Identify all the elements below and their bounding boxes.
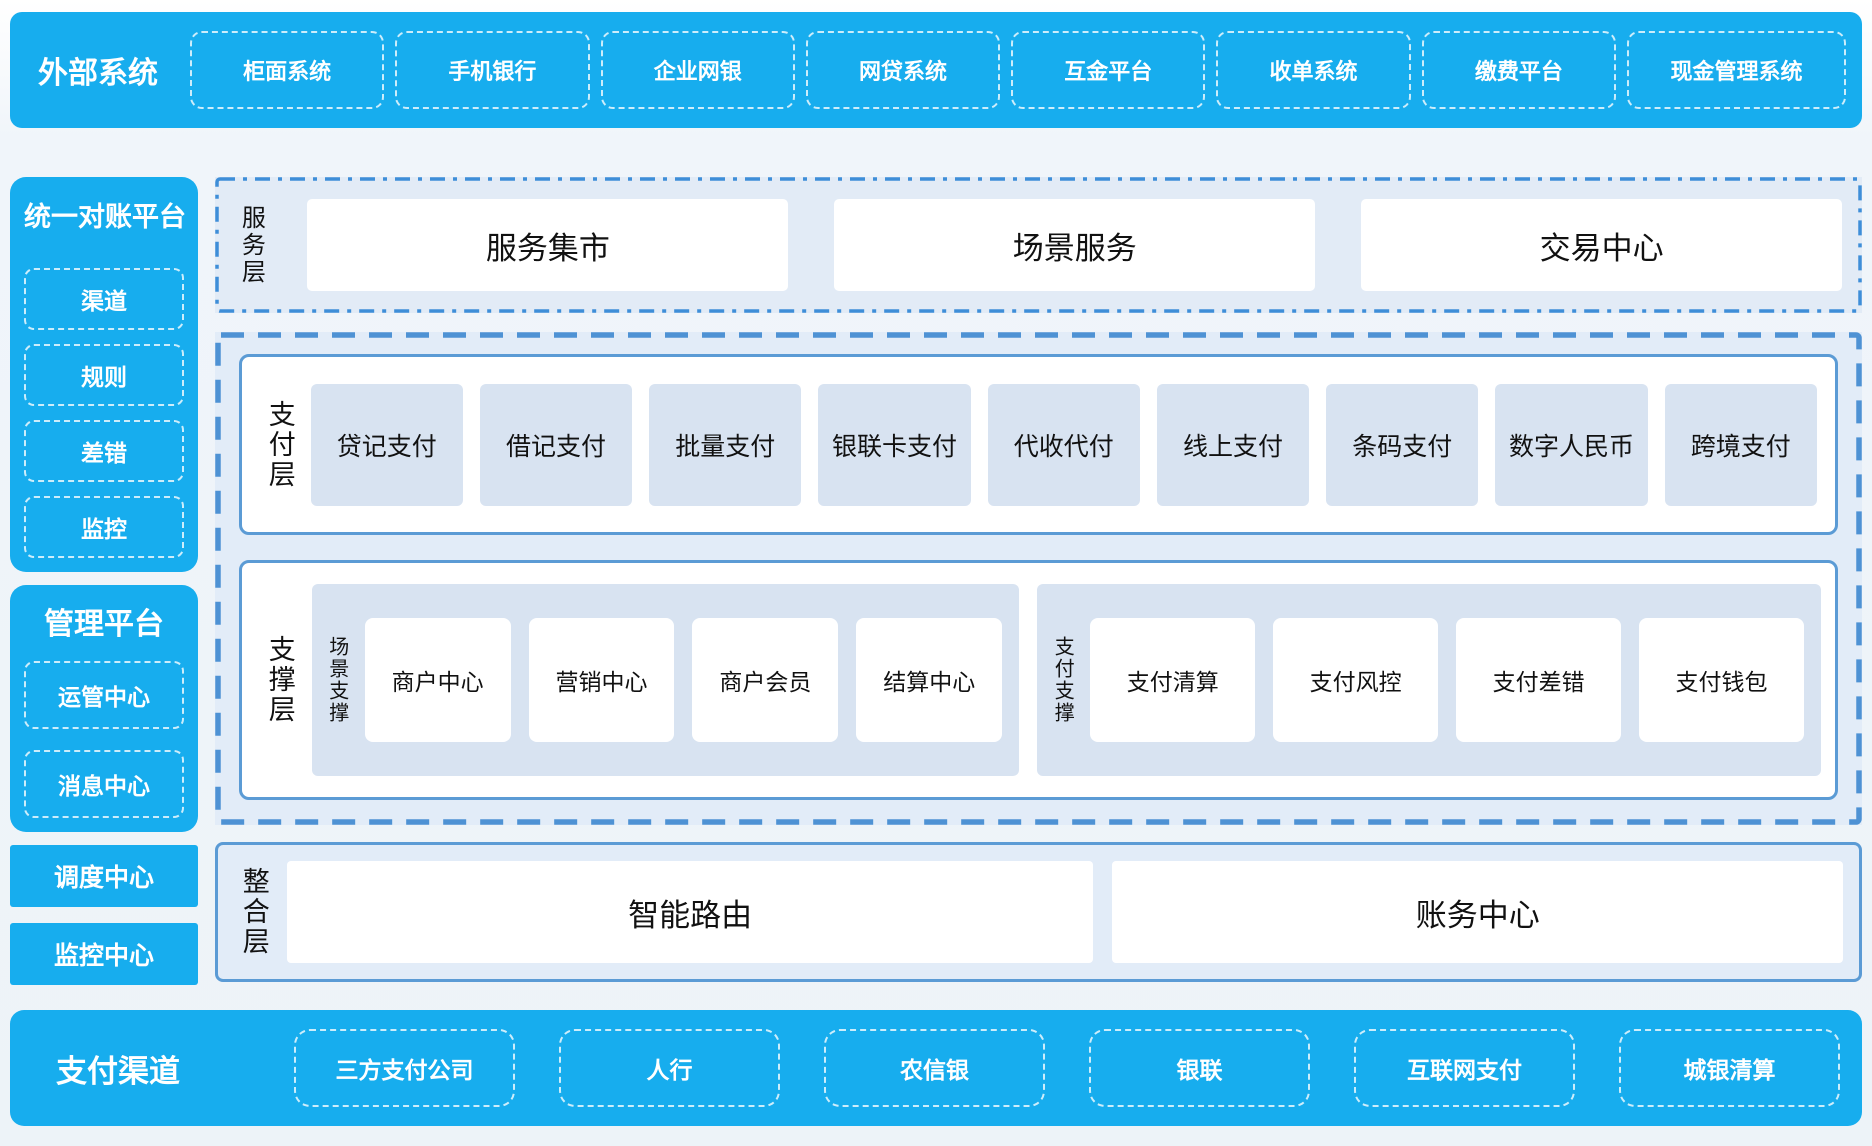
external-systems-title: 外部系统 — [38, 57, 158, 90]
management-platform-panel: 管理平台 运管中心 消息中心 — [10, 585, 198, 832]
accounting-center-box: 账务中心 — [1112, 861, 1843, 963]
payment-support-item: 支付钱包 — [1639, 618, 1804, 742]
external-system-item: 柜面系统 — [190, 31, 385, 109]
management-item: 消息中心 — [24, 750, 184, 818]
management-platform-title: 管理平台 — [44, 608, 164, 641]
dispatch-center-box: 调度中心 — [10, 845, 198, 907]
support-layer: 支撑层 场景支撑 商户中心 营销中心 商户会员 结算中心 — [239, 560, 1838, 800]
external-system-item: 手机银行 — [395, 31, 590, 109]
scene-support-items: 商户中心 营销中心 商户会员 结算中心 — [364, 618, 1003, 742]
external-systems-items: 柜面系统 手机银行 企业网银 网贷系统 互金平台 收单系统 缴费平台 现金管理系… — [190, 31, 1846, 109]
external-system-item: 企业网银 — [600, 31, 795, 109]
scene-support-item: 商户会员 — [692, 618, 839, 742]
reconciliation-platform-title: 统一对账平台 — [24, 202, 186, 232]
service-layer-item: 场景服务 — [834, 199, 1316, 291]
payment-layer-item: 数字人民币 — [1495, 383, 1648, 506]
payment-layer-item: 银联卡支付 — [818, 383, 971, 506]
payment-layer-label: 支付层 — [264, 399, 295, 490]
external-system-item: 现金管理系统 — [1626, 31, 1846, 109]
payment-layer-item: 借记支付 — [479, 383, 633, 506]
payment-layer-item: 批量支付 — [649, 383, 802, 506]
reconciliation-items: 渠道 规则 差错 监控 — [24, 268, 184, 558]
scene-support-item: 商户中心 — [364, 618, 511, 742]
payment-channel-item: 互联网支付 — [1354, 1029, 1575, 1107]
reconciliation-item: 规则 — [24, 344, 184, 406]
payment-support-item: 支付风控 — [1273, 618, 1439, 742]
payment-channels-band: 支付渠道 三方支付公司 人行 农信银 银联 互联网支付 城银清算 — [10, 1010, 1862, 1126]
payment-layer-item: 代收代付 — [987, 383, 1140, 506]
external-system-item: 收单系统 — [1216, 31, 1411, 109]
external-system-item: 互金平台 — [1011, 31, 1206, 109]
payment-support-items: 支付清算 支付风控 支付差错 支付钱包 — [1090, 618, 1804, 742]
reconciliation-item: 监控 — [24, 496, 184, 558]
payment-support-label: 支付支撑 — [1051, 636, 1074, 724]
sidebar: 统一对账平台 渠道 规则 差错 监控 管理平台 运管中心 消息中 — [10, 177, 198, 1001]
management-item: 运管中心 — [24, 661, 184, 729]
main-architecture-area: 服务层 服务集市 场景服务 交易中心 支付层 贷记支付 — [215, 177, 1862, 982]
payment-channels-items: 三方支付公司 人行 农信银 银联 互联网支付 城银清算 — [294, 1029, 1840, 1107]
service-layer-item: 服务集市 — [307, 199, 789, 291]
service-layer-item: 交易中心 — [1361, 199, 1843, 291]
support-layer-label: 支撑层 — [264, 635, 295, 725]
payment-layer-item: 贷记支付 — [310, 383, 463, 506]
external-system-item: 缴费平台 — [1421, 31, 1616, 109]
payment-support-item: 支付差错 — [1456, 618, 1622, 742]
scene-support-item: 结算中心 — [856, 618, 1003, 742]
scene-support-item: 营销中心 — [528, 618, 675, 742]
service-layer: 服务层 服务集市 场景服务 交易中心 — [215, 177, 1862, 313]
payment-layer-item: 跨境支付 — [1664, 383, 1817, 506]
payment-channel-item: 三方支付公司 — [294, 1029, 515, 1107]
scene-support-group: 场景支撑 商户中心 营销中心 商户会员 结算中心 — [311, 584, 1020, 776]
integration-layer: 整合层 智能路由 账务中心 — [215, 842, 1862, 982]
service-layer-label: 服务层 — [237, 204, 265, 286]
management-items: 运管中心 消息中心 — [24, 661, 184, 818]
payment-layer: 支付层 贷记支付 借记支付 批量支付 银联卡支付 代收代付 线上支付 — [239, 354, 1838, 535]
payment-channel-item: 人行 — [559, 1029, 780, 1107]
payment-channel-item: 城银清算 — [1619, 1029, 1840, 1107]
reconciliation-platform-panel: 统一对账平台 渠道 规则 差错 监控 — [10, 177, 198, 572]
payment-support-container: 支付层 贷记支付 借记支付 批量支付 银联卡支付 代收代付 线上支付 — [215, 332, 1862, 825]
payment-support-group: 支付支撑 支付清算 支付风控 支付差错 支付钱包 — [1037, 584, 1821, 776]
external-systems-band: 外部系统 柜面系统 手机银行 企业网银 网贷系统 互金平台 收单系统 缴费平台 … — [10, 12, 1862, 128]
payment-layer-item: 线上支付 — [1156, 383, 1310, 506]
payment-channels-title: 支付渠道 — [56, 1053, 180, 1089]
reconciliation-item: 渠道 — [24, 268, 184, 330]
integration-layer-label: 整合层 — [238, 867, 269, 957]
external-system-item: 网贷系统 — [805, 31, 1001, 109]
service-layer-items: 服务集市 场景服务 交易中心 — [307, 199, 1843, 291]
smart-routing-box: 智能路由 — [286, 861, 1094, 963]
scene-support-label: 场景支撑 — [325, 636, 348, 724]
payment-channel-item: 银联 — [1089, 1029, 1310, 1107]
monitor-center-box: 监控中心 — [10, 923, 198, 985]
payment-channel-item: 农信银 — [824, 1029, 1045, 1107]
reconciliation-item: 差错 — [24, 420, 184, 482]
payment-layer-item: 条码支付 — [1326, 383, 1479, 506]
payment-support-item: 支付清算 — [1090, 618, 1256, 742]
payment-layer-items: 贷记支付 借记支付 批量支付 银联卡支付 代收代付 线上支付 条码支付 数字人 — [310, 383, 1817, 506]
